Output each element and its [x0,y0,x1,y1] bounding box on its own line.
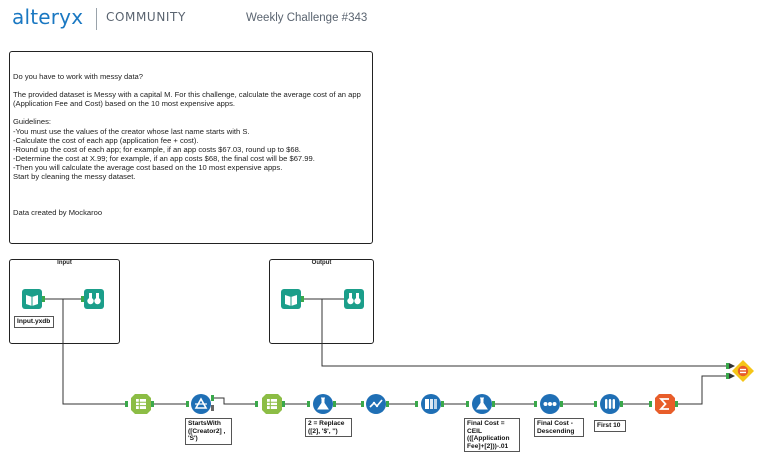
summarize-output-anchor[interactable] [675,401,678,407]
summarize-input-anchor[interactable] [649,401,652,407]
wire-output-to-test [321,299,729,367]
sort-output-anchor[interactable] [560,401,563,407]
formula-replace-label: 2 = Replace ([2], '$', '') [305,418,352,438]
comment-box[interactable]: Do you have to work with messy data? The… [9,51,373,244]
challenge-title: Weekly Challenge #343 [246,12,368,24]
output-container-title: Output [311,260,332,266]
formula1-input-anchor[interactable] [307,401,310,407]
sort-tool[interactable] [540,394,560,414]
formula-tool-replace[interactable] [313,394,333,414]
diamond-equals-icon [732,360,754,382]
output-input-data-tool[interactable] [281,289,301,309]
select-icon [262,394,282,414]
alteryx-logo: alteryx [12,5,84,29]
browse-input-anchor[interactable] [81,296,84,302]
formula-tool-final-cost[interactable] [472,394,492,414]
binoculars-icon [84,289,104,309]
crosstab-input-anchor[interactable] [415,401,418,407]
summarize-tool[interactable] [655,394,675,414]
wand-icon [366,394,386,414]
binoculars-icon [344,289,364,309]
sort-dots-icon [540,394,560,414]
test-tubes-icon [600,394,620,414]
wire-filter-to-select2 [214,397,258,405]
sample-output-anchor[interactable] [620,401,623,407]
select2-output-anchor[interactable] [282,401,285,407]
book-icon [22,289,42,309]
book-icon [281,289,301,309]
formula1-output-anchor[interactable] [333,401,336,407]
multi-output-anchor[interactable] [386,401,389,407]
test-input-anchor-2[interactable] [726,373,729,379]
crosstab-output-anchor[interactable] [441,401,444,407]
filter-tool[interactable] [191,394,211,414]
flask-icon [472,394,492,414]
filter-true-anchor[interactable] [211,395,214,401]
test-tool[interactable] [732,360,754,382]
multi-field-tool[interactable] [366,394,386,414]
input-output-anchor[interactable] [42,296,45,302]
filter-input-anchor[interactable] [186,401,189,407]
browse-tool-2[interactable] [344,289,364,309]
wire-summarize-to-test [678,375,729,405]
filter-false-anchor[interactable] [211,405,214,411]
input-container-title: Input [57,260,72,266]
filter-icon [191,394,211,414]
select2-input-anchor[interactable] [255,401,258,407]
browse-tool-1[interactable] [84,289,104,309]
filter-label: StartsWith ([Creator2] , 'S') [185,418,232,445]
sigma-icon [655,394,675,414]
select-input-anchor[interactable] [125,401,128,407]
multi-input-anchor[interactable] [361,401,364,407]
input-data-tool[interactable] [22,289,42,309]
wire-input-to-select [62,299,128,405]
sample-label: First 10 [594,420,626,432]
select-output-anchor[interactable] [151,401,154,407]
header-divider [96,8,97,30]
formula2-output-anchor[interactable] [492,401,495,407]
sample-tool[interactable] [600,394,620,414]
columns-icon [421,394,441,414]
comment-text: Do you have to work with messy data? The… [13,72,361,218]
select-tool-1[interactable] [131,394,151,414]
select-icon [131,394,151,414]
flask-icon [313,394,333,414]
formula-final-label: Final Cost = CEIL (([Application Fee]+[2… [464,418,520,453]
select-tool-2[interactable] [262,394,282,414]
sort-input-anchor[interactable] [534,401,537,407]
test-input-anchor-1[interactable] [726,363,729,369]
formula2-input-anchor[interactable] [466,401,469,407]
input-file-label: Input.yxdb [14,316,54,328]
community-label: COMMUNITY [106,10,186,24]
output-input-anchor[interactable] [301,296,304,302]
sample-input-anchor[interactable] [594,401,597,407]
crosstab-tool[interactable] [421,394,441,414]
sort-label: Final Cost - Descending [534,418,584,438]
